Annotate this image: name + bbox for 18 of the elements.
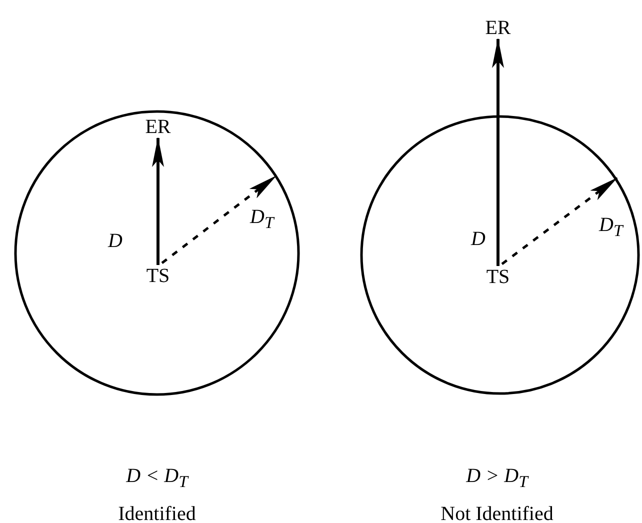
node-label: TS: [483, 266, 513, 288]
arrow: [161, 175, 277, 264]
condition-formula: D > D$_{T}$: [466, 465, 528, 493]
edge-label: D: [471, 228, 486, 250]
boundary-circle: [14, 110, 300, 396]
result-caption: Not Identified: [440, 503, 554, 523]
arrow: [152, 137, 164, 265]
edge-label: D$_{T}$: [250, 206, 274, 234]
arrow: [492, 38, 504, 266]
result-caption: Identified: [118, 503, 196, 523]
node-label: ER: [482, 17, 514, 39]
arrow: [501, 177, 618, 265]
node-label: TS: [143, 265, 173, 287]
condition-formula: D < D$_{T}$: [126, 465, 188, 493]
edge-label: D$_{T}$: [599, 214, 623, 242]
edge-label: D: [108, 230, 122, 252]
boundary-circle: [360, 115, 640, 395]
node-label: ER: [142, 116, 174, 138]
